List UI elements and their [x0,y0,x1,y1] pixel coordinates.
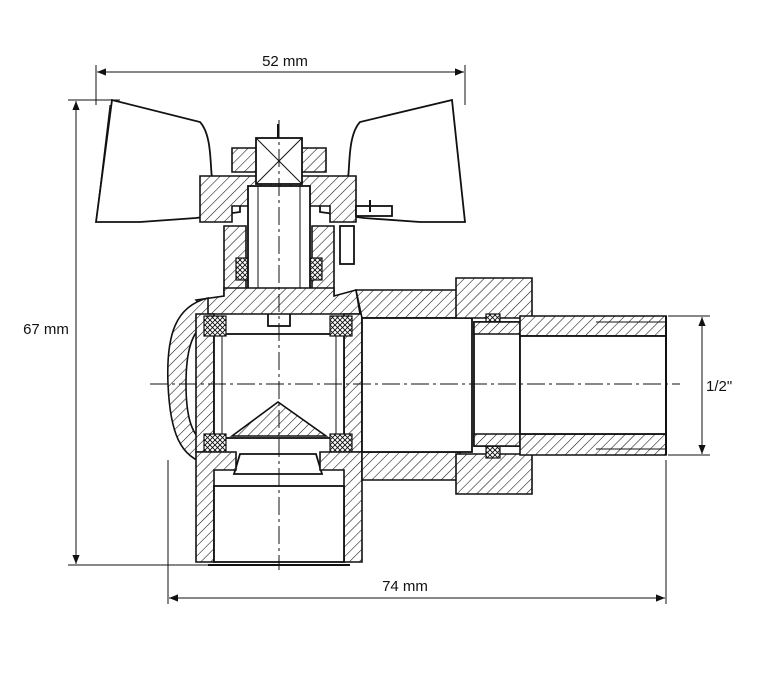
length-label: 74 mm [382,578,428,595]
dimension-length: 74 mm [167,460,667,604]
dimension-thread: 1/2" [668,315,732,456]
valve-body [166,287,363,566]
lock-screw [339,200,393,265]
thread-label: 1/2" [706,378,732,395]
height-label: 67 mm [23,321,69,338]
dimension-width: 52 mm [95,53,466,105]
dimension-height: 67 mm [20,99,210,566]
center-lines [150,120,680,570]
union-connector [355,277,667,495]
width-label: 52 mm [262,53,308,70]
